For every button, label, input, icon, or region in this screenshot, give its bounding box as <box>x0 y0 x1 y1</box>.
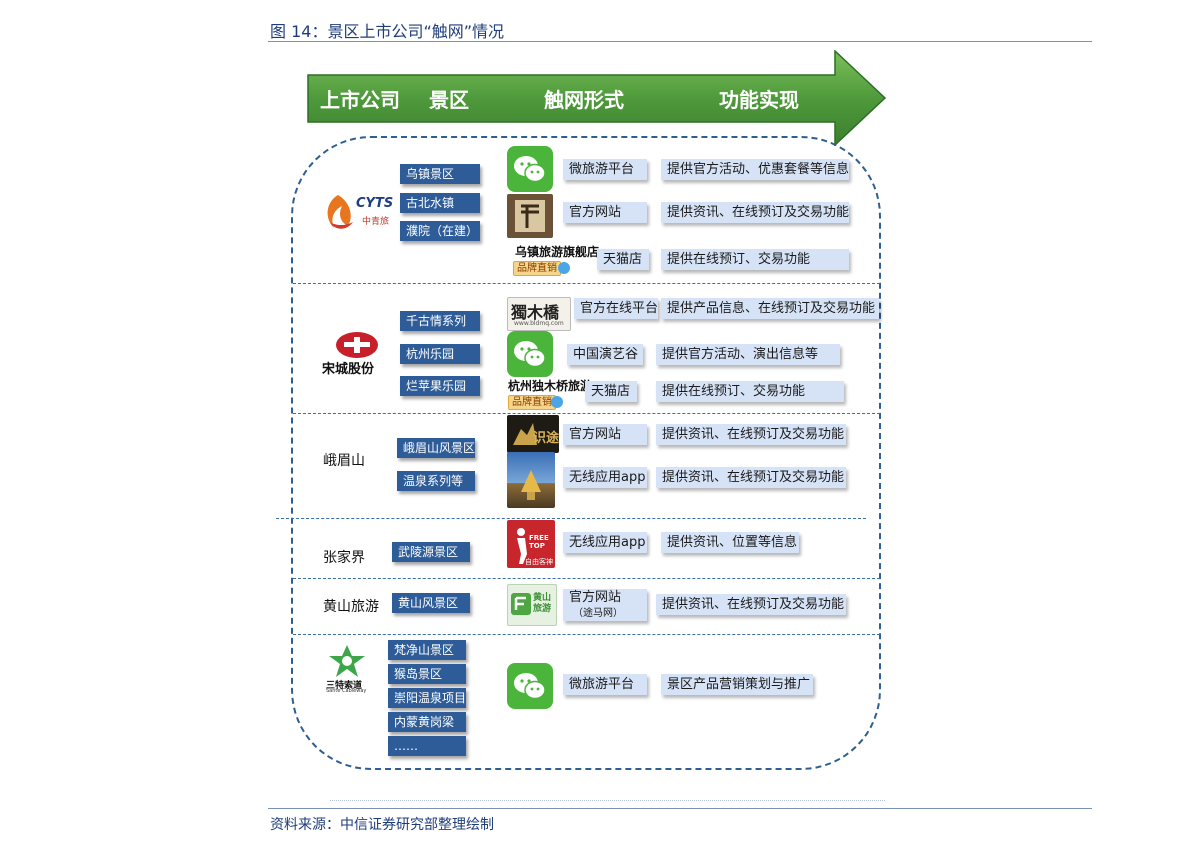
arrow-shape <box>307 49 887 147</box>
sante-logo-sub: Sante Cableway <box>326 688 367 694</box>
store-name: 杭州独木桥旅游 <box>508 379 593 393</box>
separator-1 <box>293 283 880 284</box>
cyts-flame-icon <box>327 195 353 229</box>
store-name: 乌镇旅游旗舰店 <box>515 245 600 259</box>
dumuqiao-logo-url: www.bldmq.com <box>514 320 564 327</box>
function-box: 提供官方活动、演出信息等 <box>656 344 840 365</box>
function-box: 景区产品营销策划与推广 <box>661 674 813 695</box>
sante-star-icon <box>329 645 365 677</box>
shitu-logo-text: 识途 <box>533 431 559 446</box>
form-box: 微旅游平台 <box>563 159 647 180</box>
brand-badge: 品牌直销 <box>508 395 556 410</box>
source-rule <box>268 808 1092 809</box>
form-box: 无线应用app <box>563 467 647 488</box>
header-form: 触网形式 <box>544 88 624 112</box>
songcheng-logo: 宋城股份 <box>322 331 392 377</box>
emeishan-app-icon <box>507 452 555 508</box>
form-box: 天猫店 <box>597 249 649 270</box>
spot-tag: 濮院（在建） <box>400 221 480 241</box>
tuma-logo-text: 黄山旅游 <box>533 593 552 614</box>
separator-5 <box>293 634 880 635</box>
header-arrow: 上市公司 景区 触网形式 功能实现 <box>307 49 887 147</box>
company-emeishan: 峨眉山 <box>323 453 365 469</box>
wechat-icon <box>507 331 553 377</box>
freetop-text: FREE TOP <box>529 534 549 550</box>
function-box: 提供资讯、位置等信息 <box>661 532 799 553</box>
songcheng-emblem-icon <box>336 332 378 358</box>
spot-tag: 千古情系列 <box>400 311 480 331</box>
separator-3 <box>276 518 866 519</box>
cyts-logo-text: CYTS <box>356 196 394 211</box>
spot-tag: …… <box>388 736 466 756</box>
tmall-dot-icon <box>551 396 563 408</box>
function-box: 提供在线预订、交易功能 <box>656 381 844 402</box>
spot-tag: 乌镇景区 <box>400 164 480 184</box>
brand-badge: 品牌直销 <box>513 261 561 276</box>
cyts-logo-sub: 中青旅 <box>362 217 390 227</box>
bottom-dotted-line <box>330 800 885 801</box>
spot-tag: 梵净山景区 <box>388 640 466 660</box>
figure-title: 图 14：景区上市公司“触网”情况 <box>270 22 505 41</box>
wuzhen-site-icon <box>507 194 553 238</box>
figure-source: 资料来源：中信证券研究部整理绘制 <box>270 817 494 833</box>
function-box: 提供资讯、在线预订及交易功能 <box>656 424 846 445</box>
function-box: 提供产品信息、在线预订及交易功能 <box>661 298 879 319</box>
spot-tag: 温泉系列等 <box>397 471 475 491</box>
separator-4 <box>293 578 880 579</box>
company-huangshan: 黄山旅游 <box>323 599 379 615</box>
function-box: 提供资讯、在线预订及交易功能 <box>656 467 846 488</box>
shitu-logo-icon: 识途 <box>507 415 559 453</box>
wechat-icon <box>507 146 553 192</box>
spot-tag: 杭州乐园 <box>400 344 480 364</box>
header-function: 功能实现 <box>719 88 799 112</box>
form-box: 官方网站 <box>563 202 647 223</box>
function-box: 提供官方活动、优惠套餐等信息 <box>661 159 849 180</box>
cyts-logo: CYTS 中青旅 <box>320 190 395 234</box>
form-box: 官方在线平台 <box>574 298 658 319</box>
company-zhangjiajie: 张家界 <box>323 550 365 566</box>
function-box: 提供资讯、在线预订及交易功能 <box>661 202 849 223</box>
spot-tag: 崇阳温泉项目 <box>388 688 466 708</box>
spot-tag: 内蒙黄岗梁 <box>388 712 466 732</box>
title-rule <box>268 41 1092 42</box>
spot-tag: 武陵源景区 <box>392 542 470 562</box>
wechat-icon <box>507 663 553 709</box>
form-label: 官方网站 <box>569 590 622 605</box>
tmall-dot-icon <box>558 262 570 274</box>
form-sublabel: （途马网） <box>573 608 623 619</box>
freetop-app-icon: FREE TOP 自由客神 <box>507 520 555 568</box>
sante-logo-text: 三特索道 <box>326 681 363 691</box>
dumuqiao-logo-icon: 獨木橋 www.bldmq.com <box>507 297 571 331</box>
spot-tag: 黄山风景区 <box>392 593 470 613</box>
spot-tag: 猴岛景区 <box>388 664 466 684</box>
songcheng-logo-text: 宋城股份 <box>322 362 375 377</box>
freetop-sub: 自由客神 <box>525 558 553 566</box>
function-box: 提供在线预订、交易功能 <box>661 249 849 270</box>
form-box: 天猫店 <box>585 381 637 402</box>
header-company: 上市公司 <box>320 88 400 112</box>
header-spot: 景区 <box>429 88 469 112</box>
form-box: 官方网站 <box>563 424 647 445</box>
form-box: 中国演艺谷 <box>567 344 643 365</box>
spot-tag: 古北水镇 <box>400 193 480 213</box>
dumuqiao-logo-text: 獨木橋 <box>511 303 560 322</box>
form-box: 微旅游平台 <box>563 674 647 695</box>
spot-tag: 峨眉山风景区 <box>397 438 475 458</box>
form-box: 官方网站 （途马网） <box>563 589 647 621</box>
sante-logo: 三特索道 Sante Cableway <box>322 644 372 696</box>
separator-2 <box>293 413 880 414</box>
tuma-logo-icon: 黄山旅游 <box>507 584 557 626</box>
diagram-frame <box>291 136 881 770</box>
form-box: 无线应用app <box>563 532 647 553</box>
spot-tag: 烂苹果乐园 <box>400 376 480 396</box>
function-box: 提供资讯、在线预订及交易功能 <box>656 594 846 615</box>
